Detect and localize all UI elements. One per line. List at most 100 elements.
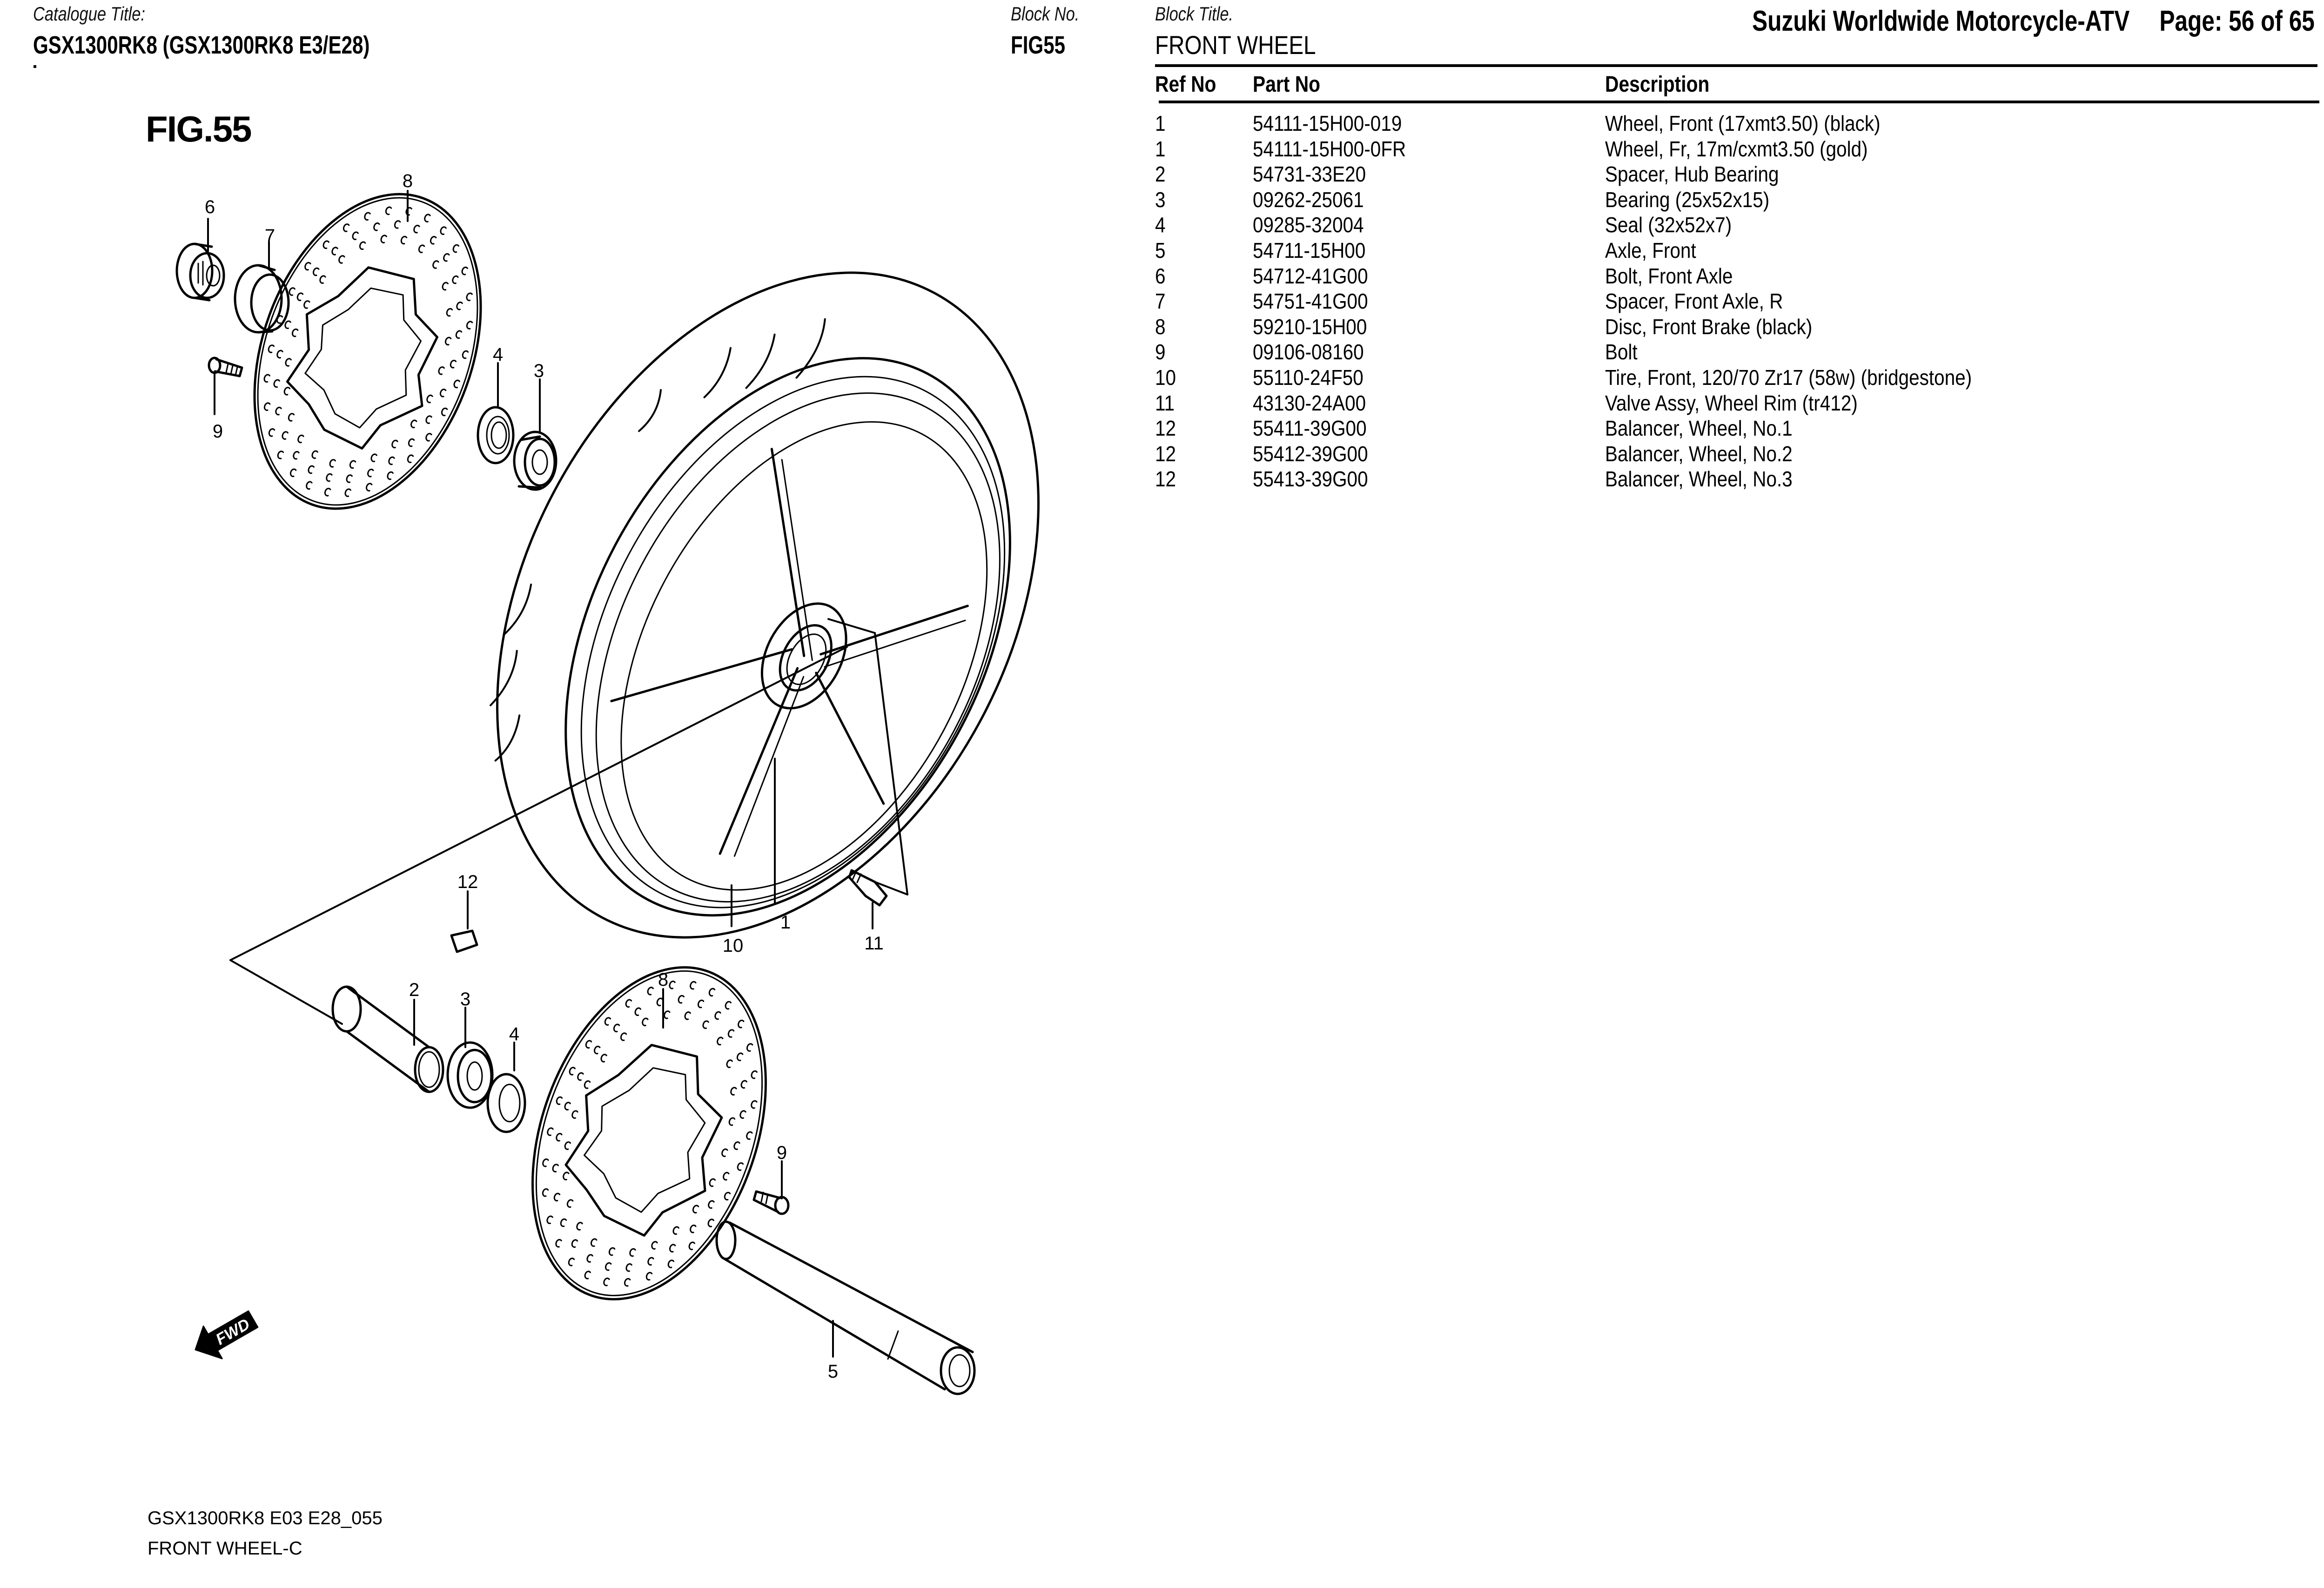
disc-hole: [688, 1241, 696, 1251]
description-cell: Wheel, Front (17xmt3.50) (black): [1605, 111, 1881, 135]
disc-hole: [723, 1171, 730, 1181]
disc-hole: [346, 474, 353, 483]
part-no-cell: 54111-15H00-0FR: [1253, 136, 1406, 161]
disc-hole: [408, 438, 415, 447]
disc-hole: [277, 451, 284, 459]
block-title-label: Block Title.: [1155, 3, 1234, 25]
ref-no-cell: 4: [1155, 213, 1166, 237]
disc-hole: [746, 1043, 753, 1052]
disc-hole: [462, 350, 469, 359]
col-header-description: Description: [1605, 72, 1710, 97]
callout-9-upper: 9: [213, 421, 223, 442]
description-cell: Bolt: [1605, 340, 1638, 364]
disc-hole: [366, 483, 373, 491]
disc-hole: [349, 460, 356, 469]
header-rule: [1155, 64, 2317, 67]
disc-hole: [289, 468, 297, 478]
disc-hole: [717, 1036, 724, 1046]
disc-hole: [303, 300, 310, 309]
disc-hole: [326, 473, 333, 482]
callout-2: 2: [409, 980, 419, 1000]
disc-hole: [329, 459, 336, 468]
col-header-part-no: Part No: [1253, 72, 1321, 97]
disc-hole: [625, 999, 632, 1008]
disc-hole: [446, 308, 453, 317]
catalogue-title-label: Catalogue Title:: [33, 3, 145, 25]
part-no-cell: 54711-15H00: [1253, 238, 1366, 262]
disc-hole: [430, 236, 437, 245]
disc-hole: [709, 1178, 716, 1187]
disc-hole: [425, 433, 432, 442]
disc-hole: [466, 321, 473, 330]
disc-hole: [391, 439, 398, 449]
disc-hole: [338, 255, 345, 264]
disc-hole: [566, 1199, 574, 1208]
description-cell: Wheel, Fr, 17m/cxmt3.50 (gold): [1605, 136, 1868, 161]
description-cell: Bearing (25x52x15): [1605, 187, 1770, 212]
disc-hole: [273, 379, 280, 388]
header-brand-block: Suzuki Worldwide Motorcycle-ATV Page: 56…: [1752, 5, 2315, 38]
disc-hole: [692, 1204, 699, 1214]
ref-no-cell: 10: [1155, 365, 1176, 390]
disc-hole: [456, 301, 463, 310]
callout-6: 6: [205, 197, 215, 217]
callout-1: 1: [780, 912, 791, 933]
part-no-cell: 09106-08160: [1253, 340, 1364, 364]
callout-7: 7: [265, 226, 275, 246]
callout-5: 5: [828, 1361, 838, 1382]
callout-3-upper: 3: [534, 361, 544, 381]
disc-hole: [297, 434, 304, 444]
disc-hole: [385, 206, 392, 215]
wheel-balancer: [450, 929, 478, 953]
part-no-cell: 54751-41G00: [1253, 289, 1368, 314]
description-cell: Axle, Front: [1605, 238, 1696, 262]
disc-hole: [400, 236, 408, 245]
disc-hole: [364, 212, 371, 221]
description-cell: Bolt, Front Axle: [1605, 263, 1733, 288]
description-cell: Spacer, Front Axle, R: [1605, 289, 1783, 314]
disc-hole: [291, 328, 299, 337]
disc-hole: [387, 471, 394, 480]
part-no-cell: 09285-32004: [1253, 213, 1364, 237]
disc-hole: [284, 320, 291, 330]
block-no: FIG55: [1011, 31, 1066, 59]
valve-assy: [848, 869, 888, 907]
disc-hole: [726, 1059, 733, 1068]
ref-no-cell: 3: [1155, 187, 1166, 212]
disc-hole: [746, 1131, 753, 1140]
table-header-rule: [1159, 101, 2319, 103]
disc-hole: [311, 450, 318, 459]
col-header-ref-no: Ref No: [1155, 72, 1216, 97]
disc-hole: [453, 379, 460, 389]
description-cell: Disc, Front Brake (black): [1605, 314, 1813, 339]
catalogue-title: GSX1300RK8 (GSX1300RK8 E3/E28): [33, 31, 370, 59]
disc-hole: [444, 336, 452, 346]
disc-hole: [584, 1271, 591, 1279]
disc-hole: [629, 1248, 636, 1257]
disc-hole: [556, 1133, 563, 1142]
page-indicator: Page: 56 of 65: [2159, 5, 2315, 37]
disc-hole: [452, 244, 460, 253]
description-cell: Valve Assy, Wheel Rim (tr412): [1605, 390, 1858, 415]
callout-4-upper: 4: [493, 344, 503, 365]
description-cell: Spacer, Hub Bearing: [1605, 162, 1779, 187]
callout-8-upper: 8: [403, 171, 413, 191]
disc-hole: [690, 981, 697, 990]
ref-no-cell: 12: [1155, 441, 1176, 466]
part-no-cell: 55412-39G00: [1253, 441, 1368, 466]
disc-hole: [707, 1218, 714, 1227]
disc-hole: [647, 1257, 654, 1266]
disc-hole: [564, 1141, 571, 1150]
disc-hole: [425, 415, 432, 424]
ref-no-cell: 8: [1155, 314, 1166, 339]
disc-hole: [343, 223, 350, 232]
disc-hole: [359, 241, 366, 250]
disc-hole: [450, 359, 457, 369]
disc-hole: [738, 1019, 745, 1029]
disc-hole: [708, 988, 716, 997]
disc-hole: [413, 224, 420, 234]
disc-hole: [669, 1244, 676, 1253]
disc-hole: [564, 1102, 571, 1110]
disc-hole: [667, 1259, 675, 1268]
disc-hole: [373, 222, 380, 231]
